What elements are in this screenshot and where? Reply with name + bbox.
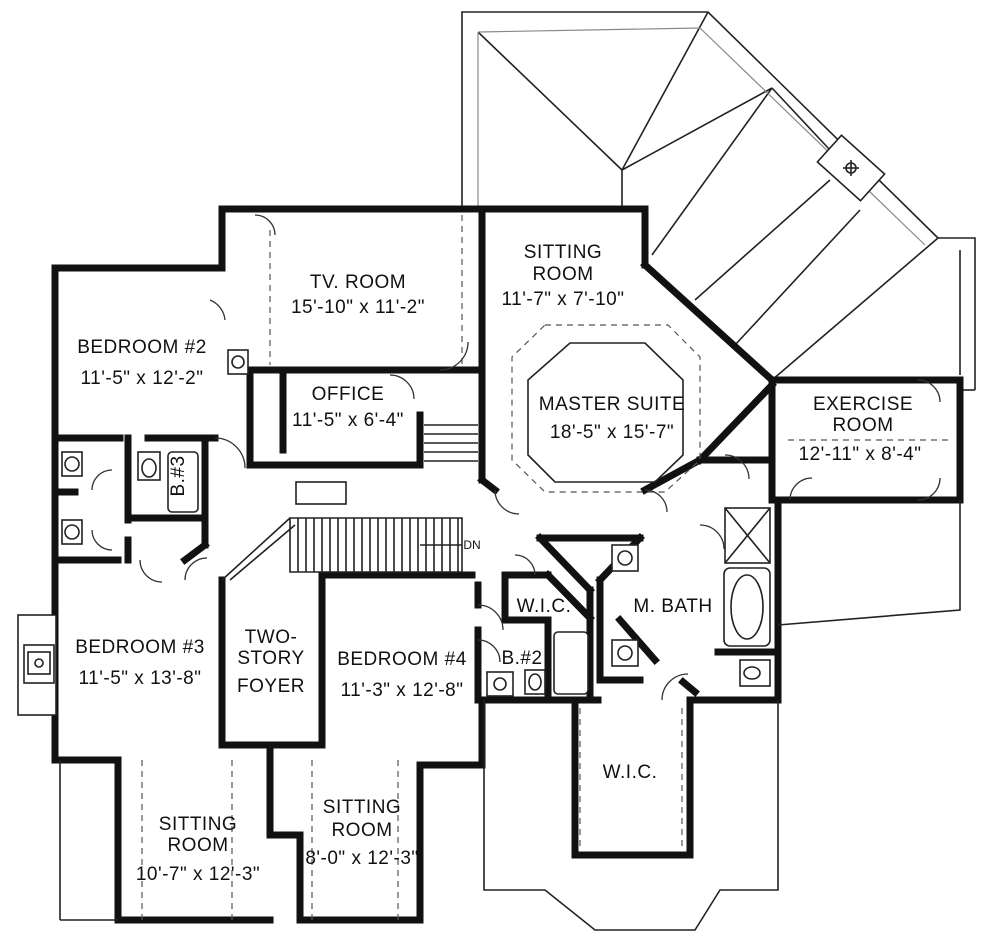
bedroom-4-name: BEDROOM #4 <box>337 649 467 670</box>
bath-3-name: B.#3 <box>168 455 189 496</box>
wic-lower-name: W.I.C. <box>603 762 658 783</box>
bedroom-3-dims: 11'-5" x 13'-8" <box>79 668 202 689</box>
bathtub-icon <box>553 631 589 695</box>
toilet-icon <box>524 669 546 695</box>
railing-icon <box>295 481 347 505</box>
sitting-room-master-dims: 11'-7" x 7'-10" <box>502 289 625 310</box>
two-story-foyer-name-2: STORY <box>237 648 304 669</box>
toilet-icon <box>61 519 83 545</box>
office-dims: 11'-5" x 6'-4" <box>292 410 404 431</box>
sink-icon <box>611 639 639 667</box>
sitting-room-right-dims: 8'-0" x 12'-3" <box>305 848 418 869</box>
secondary-lines <box>59 215 961 931</box>
sitting-room-master-name-2: ROOM <box>532 264 593 285</box>
sink-icon <box>227 349 249 375</box>
bedroom-3-name: BEDROOM #3 <box>75 637 205 658</box>
room-labels: TV. ROOM 15'-10" x 11'-2" SITTING ROOM 1… <box>75 242 921 885</box>
two-story-foyer-name-3: FOYER <box>237 676 305 697</box>
exercise-room-name-1: EXERCISE <box>813 394 913 415</box>
exercise-room-name-2: ROOM <box>832 415 893 436</box>
sink-icon <box>486 671 514 697</box>
toilet-icon <box>61 451 83 477</box>
wic-upper-name: W.I.C. <box>517 596 572 617</box>
bedroom-4-dims: 11'-3" x 12'-8" <box>341 680 464 701</box>
roof-outline <box>461 11 976 391</box>
two-story-foyer-name-1: TWO- <box>245 627 298 648</box>
m-bath-name: M. BATH <box>633 596 712 617</box>
bedroom-2-dims: 11'-5" x 12'-2" <box>81 368 204 389</box>
toilet-icon <box>137 451 161 481</box>
bathtub-icon <box>167 451 199 513</box>
sink-icon <box>611 544 639 572</box>
sitting-room-left-name-1: SITTING <box>159 814 237 835</box>
chimney-icon <box>816 134 886 202</box>
stairs <box>221 424 478 581</box>
tv-room-dims: 15'-10" x 11'-2" <box>291 297 425 318</box>
walls <box>51 205 964 924</box>
sitting-room-right-name-2: ROOM <box>331 820 392 841</box>
stair-down-label: DN <box>463 538 480 552</box>
tv-room-name: TV. ROOM <box>310 272 406 293</box>
sitting-room-left-name-2: ROOM <box>167 835 228 856</box>
sitting-room-right-name-1: SITTING <box>323 797 401 818</box>
master-suite-dims: 18'-5" x 15'-7" <box>550 422 674 443</box>
toilet-icon <box>739 659 771 687</box>
fixtures <box>17 349 771 716</box>
bedroom-2-name: BEDROOM #2 <box>77 337 207 358</box>
master-suite-name: MASTER SUITE <box>539 394 685 415</box>
sitting-room-left-dims: 10'-7" x 12'-3" <box>136 864 260 885</box>
bathtub-icon <box>723 567 771 647</box>
office-name: OFFICE <box>312 384 385 405</box>
sitting-room-master-name-1: SITTING <box>524 242 602 263</box>
door-swings <box>91 214 941 701</box>
exercise-room-dims: 12'-11" x 8'-4" <box>799 444 922 465</box>
bath-2-name: B.#2 <box>501 648 542 669</box>
